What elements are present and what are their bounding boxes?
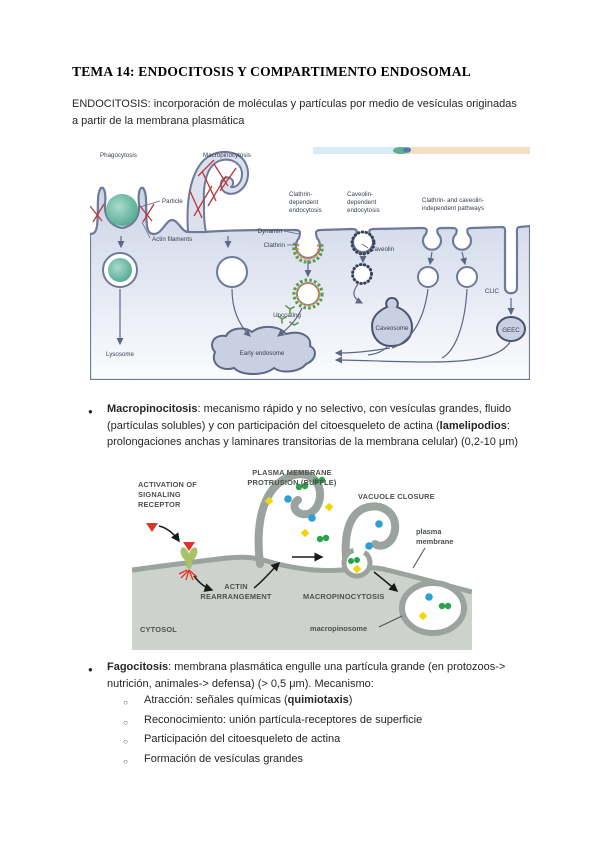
fig1-label-caveolin-dependent: Caveolin- dependent endocytosis: [347, 191, 380, 214]
leader-lines: [139, 200, 369, 249]
fig1-label-actin-filaments: Actin filaments: [152, 236, 192, 243]
early-endosome-blob: [211, 326, 316, 375]
fig1-label-phagocytosis: Phagocytosis: [100, 152, 137, 159]
signal-burst: [178, 569, 198, 581]
svg-text:independent pathways: independent pathways: [422, 205, 484, 212]
svg-text:dependent: dependent: [289, 199, 319, 206]
svg-text:SIGNALING: SIGNALING: [138, 490, 181, 499]
fig2-label-macropinosome: macropinosome: [310, 615, 403, 633]
cytosol-region: [132, 557, 472, 650]
svg-text:endocytosis: endocytosis: [289, 207, 322, 214]
svg-text:dependent: dependent: [347, 199, 377, 206]
fig1-label-independent-pathways: Clathrin- and caveolin- independent path…: [422, 197, 484, 212]
list-item: ○ Participación del citoesqueleto de act…: [107, 731, 540, 751]
list-item: ○ Atracción: señales químicas (quimiotax…: [107, 692, 540, 712]
svg-text:plasma: plasma: [416, 527, 442, 536]
svg-text:PLASMA MEMBRANE: PLASMA MEMBRANE: [252, 468, 332, 477]
list-item: ○ Reconocimiento: unión partícula-recept…: [107, 712, 540, 732]
fig2-label-protrusion: PLASMA MEMBRANE PROTRUSION (RUFFLE): [247, 468, 337, 487]
fig1-label-dynamin: Dynamin: [258, 228, 283, 235]
bullet-marker: ●: [88, 665, 93, 674]
fig1-label-clathrin: Clathrin: [264, 242, 286, 249]
process-arrows: [158, 525, 399, 592]
svg-text:macropinosome: macropinosome: [310, 624, 367, 633]
membrane-ruffle: [186, 151, 250, 233]
caveolin-coat: [350, 230, 376, 285]
signal-ligand: [146, 523, 158, 532]
svg-text:endocytosis: endocytosis: [347, 207, 380, 214]
caveosome-blob: [370, 296, 414, 348]
svg-text:ACTIN: ACTIN: [224, 582, 248, 591]
intro-paragraph: ENDOCITOSIS: incorporación de moléculas …: [72, 96, 542, 129]
fig2-label-cytosol: CYTOSOL: [140, 625, 177, 634]
ruffle-finger: [254, 470, 325, 568]
intro-line: a partir de la membrana plasmática: [72, 114, 245, 127]
fig1-label-caveosome: Caveosome: [375, 325, 409, 332]
fig1-label-clic: CLIC: [485, 288, 500, 295]
svg-text:Clathrin- and caveolin-: Clathrin- and caveolin-: [422, 197, 484, 204]
fig1-label-macropinocytosis: Macropinocytosis: [203, 152, 251, 159]
mechanism-sublist: ○ Atracción: señales químicas (quimiotax…: [107, 692, 540, 770]
fig1-label-early-endosome: Early endosome: [240, 350, 285, 357]
fig2-label-activation: ACTIVATION OF SIGNALING RECEPTOR: [138, 480, 197, 509]
clathrin-coat: [292, 242, 324, 310]
bullet-fagocitosis: ● Fagocitosis: membrana plasmática engul…: [88, 659, 540, 770]
fig1-label-lysosome: Lysosome: [106, 351, 135, 358]
fig2-label-vacuole-closure: VACUOLE CLOSURE: [358, 492, 435, 501]
independent-vesicle: [456, 266, 478, 288]
bullet-text: Fagocitosis: membrana plasmática engulle…: [107, 659, 540, 770]
vacuole-closure-finger: [341, 502, 400, 570]
svg-text:RECEPTOR: RECEPTOR: [138, 500, 181, 509]
figure-macropinocytosis: ACTIVATION OF SIGNALING RECEPTOR PLASMA …: [132, 468, 472, 650]
fig1-label-clathrin-dependent: Clathrin- dependent endocytosis: [289, 191, 322, 214]
bullet-macropinocitosis: ● Macropinocitosis: mecanismo rápido y n…: [88, 401, 540, 451]
svg-text:Caveolin-: Caveolin-: [347, 191, 373, 198]
pathway-arrows: [116, 236, 515, 364]
uncoating-debris: [277, 305, 299, 326]
fig1-label-caveolin: Caveolin: [370, 246, 395, 253]
fig2-label-plasma-membrane: plasma membrane: [412, 527, 453, 569]
figure-header-strip: [313, 147, 530, 154]
fig1-label-particle: Particle: [162, 198, 183, 205]
sub-bullet-marker: ○: [123, 737, 128, 746]
bullet-text: Macropinocitosis: mecanismo rápido y no …: [107, 403, 519, 448]
geec-compartment: [496, 316, 526, 342]
sub-bullet-marker: ○: [123, 698, 128, 707]
phagosome-particle: [108, 258, 132, 282]
svg-text:PROTRUSION (RUFFLE): PROTRUSION (RUFFLE): [247, 478, 337, 487]
actin-filaments-marks: [90, 159, 237, 223]
sub-bullet-marker: ○: [123, 756, 128, 766]
macropinosome: [399, 580, 467, 636]
svg-text:membrane: membrane: [416, 537, 453, 546]
plasma-membrane-line: [132, 554, 472, 595]
fig2-label-actin-rearrangement: ACTIN REARRANGEMENT: [200, 582, 271, 601]
independent-vesicle: [417, 266, 439, 288]
fig2-label-macropinocytosis: MACROPINOCYTOSIS: [303, 592, 385, 601]
macropinosome-vesicle: [216, 256, 248, 288]
bullet-marker: ●: [88, 407, 93, 416]
svg-text:ACTIVATION OF: ACTIVATION OF: [138, 480, 197, 489]
signaling-receptor: [180, 542, 198, 569]
list-item: ○ Formación de vesículas grandes: [107, 751, 540, 771]
cargo-dots: [264, 476, 452, 621]
svg-text:REARRANGEMENT: REARRANGEMENT: [200, 592, 271, 601]
fig1-label-geec: GEEC: [502, 327, 520, 334]
svg-text:Clathrin-: Clathrin-: [289, 191, 312, 198]
figure-endocytosis-pathways: Phagocytosis Macropinocytosis Particle A…: [90, 147, 530, 380]
intro-line: ENDOCITOSIS: incorporación de moléculas …: [72, 98, 517, 110]
sub-bullet-marker: ○: [123, 717, 128, 727]
fig1-label-uncoating: Uncoating: [273, 312, 301, 319]
particle-sphere: [106, 194, 138, 226]
page-title: TEMA 14: ENDOCITOSIS Y COMPARTIMENTO END…: [72, 64, 471, 79]
